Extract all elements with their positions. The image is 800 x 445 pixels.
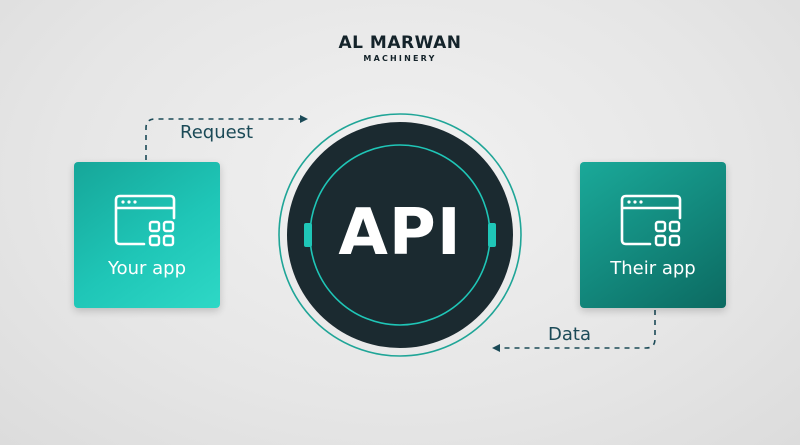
- request-arrow: [145, 115, 308, 160]
- your-app-card: Your app: [74, 162, 220, 308]
- app-window-grid-icon: [114, 194, 176, 247]
- data-label: Data: [548, 324, 591, 345]
- your-app-label: Your app: [107, 258, 187, 279]
- api-left-handle: [304, 223, 312, 247]
- api-label: API: [338, 196, 462, 270]
- request-label: Request: [180, 122, 254, 143]
- brand-logo: AL MARWAN MACHINERY: [0, 34, 800, 63]
- their-app-label: Their app: [610, 258, 696, 279]
- api-outer-ring: [278, 113, 522, 357]
- api-right-handle: [488, 223, 496, 247]
- their-app-card: Their app: [580, 162, 726, 308]
- logo-subtitle: MACHINERY: [363, 54, 437, 63]
- data-arrow: [492, 310, 656, 352]
- app-window-grid-icon: [620, 194, 682, 247]
- logo-title: AL MARWAN: [338, 33, 462, 53]
- api-disc: [287, 122, 513, 348]
